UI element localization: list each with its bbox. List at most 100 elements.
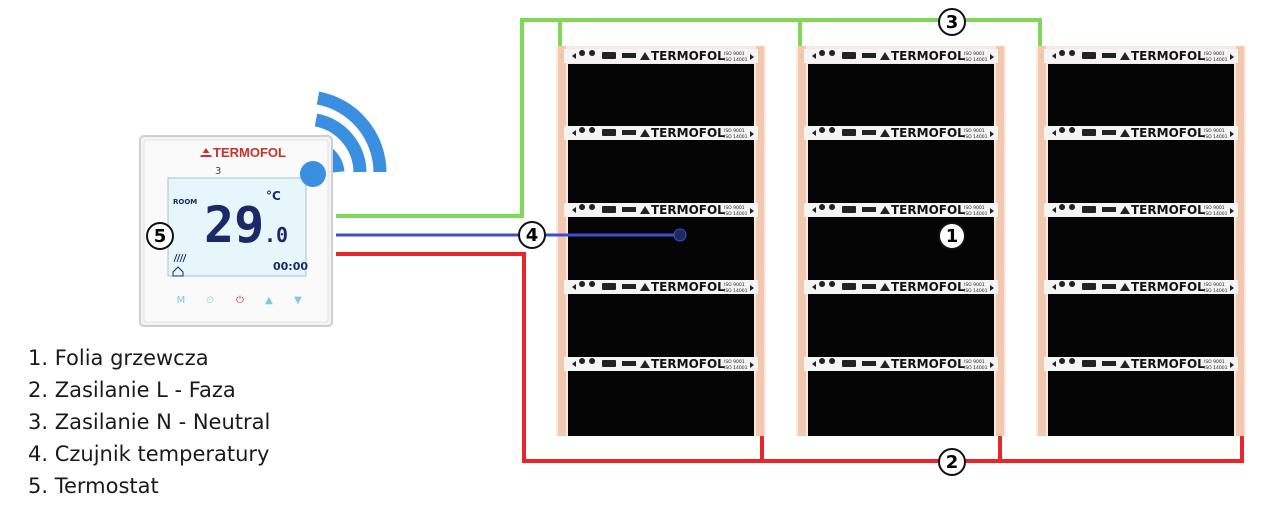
termofol-logo-icon xyxy=(640,129,650,137)
thermostat-button-4[interactable]: ▲ xyxy=(265,295,273,306)
termofol-logo-icon xyxy=(880,206,890,214)
certification-icons xyxy=(572,127,596,136)
barcode-icon xyxy=(862,130,876,135)
panel-edge-left xyxy=(558,46,566,436)
film-cert-bottom: ISO 14001 xyxy=(724,134,748,140)
label-icon xyxy=(1082,206,1096,213)
film-cert-bottom: ISO 14001 xyxy=(1204,211,1228,217)
cut-mark-icon xyxy=(1230,362,1234,368)
film-brand: TERMOFOL xyxy=(1131,280,1205,294)
wifi-wave-medium xyxy=(314,113,367,173)
film-cert-bottom: ISO 14001 xyxy=(964,134,988,140)
temperature-unit: °C xyxy=(266,189,281,203)
label-icon xyxy=(842,129,856,136)
film-brand: TERMOFOL xyxy=(891,357,965,371)
legend-item-phase: 2. Zasilanie L - Faza xyxy=(28,378,236,402)
film-cert-top: ISO 9001 xyxy=(724,205,745,211)
panel-edge-right xyxy=(756,46,764,436)
barcode-icon xyxy=(862,284,876,289)
barcode-icon xyxy=(622,361,636,366)
thermostat-button-1[interactable]: M xyxy=(177,295,186,306)
barcode-icon xyxy=(1102,284,1116,289)
film-cert-bottom: ISO 14001 xyxy=(964,57,988,63)
film-brand: TERMOFOL xyxy=(1131,126,1205,140)
badge-thermostat: 5 xyxy=(146,222,174,250)
legend-item-neutral: 3. Zasilanie N - Neutral xyxy=(28,410,271,434)
termofol-logo-icon xyxy=(1120,52,1130,60)
barcode-icon xyxy=(622,207,636,212)
film-brand: TERMOFOL xyxy=(1131,203,1205,217)
termofol-logo-icon xyxy=(880,283,890,291)
cut-mark-icon xyxy=(1230,54,1234,60)
film-cert-top: ISO 9001 xyxy=(724,51,745,57)
film-cert-top: ISO 9001 xyxy=(964,282,985,288)
label-icon xyxy=(1082,360,1096,367)
thermostat-logo: TERMOFOL xyxy=(198,145,286,160)
barcode-icon xyxy=(622,53,636,58)
label-icon xyxy=(602,52,616,59)
cut-mark-icon xyxy=(990,362,994,368)
film-brand: TERMOFOL xyxy=(1131,49,1205,63)
barcode-icon xyxy=(1102,207,1116,212)
panel-edge-right xyxy=(1236,46,1244,436)
cut-mark-icon xyxy=(1230,131,1234,137)
badge-film-label: 1 xyxy=(946,226,959,247)
film-cert-bottom: ISO 14001 xyxy=(724,211,748,217)
cut-mark-icon xyxy=(990,285,994,291)
cut-mark-icon xyxy=(990,54,994,60)
panel-film xyxy=(808,64,994,436)
cut-mark-icon xyxy=(750,362,754,368)
film-cert-top: ISO 9001 xyxy=(724,359,745,365)
label-icon xyxy=(842,360,856,367)
certification-icons xyxy=(812,281,836,290)
thermostat-button-5[interactable]: ▼ xyxy=(294,295,302,306)
film-brand: TERMOFOL xyxy=(651,126,725,140)
home-icon xyxy=(172,266,184,277)
termofol-logo-icon xyxy=(640,283,650,291)
label-icon xyxy=(842,283,856,290)
thermostat-button-3[interactable]: ⏻ xyxy=(236,295,244,306)
thermostat-button-2[interactable]: ⏲ xyxy=(206,295,214,306)
film-brand: TERMOFOL xyxy=(651,280,725,294)
termofol-logo-icon xyxy=(880,360,890,368)
badge-thermostat-label: 5 xyxy=(154,226,167,247)
certification-icons xyxy=(572,358,596,367)
panel-edge-left xyxy=(798,46,806,436)
certification-icons xyxy=(812,50,836,59)
film-cert-bottom: ISO 14001 xyxy=(1204,134,1228,140)
termofol-logo-icon xyxy=(880,52,890,60)
certification-icons xyxy=(1052,127,1076,136)
film-cert-top: ISO 9001 xyxy=(1204,282,1225,288)
cut-mark-icon xyxy=(750,208,754,214)
film-cert-top: ISO 9001 xyxy=(1204,128,1225,134)
cut-mark-icon xyxy=(1230,208,1234,214)
badge-sensor-label: 4 xyxy=(526,225,539,246)
certification-icons xyxy=(572,281,596,290)
label-icon xyxy=(602,129,616,136)
badge-sensor: 4 xyxy=(518,221,546,249)
film-brand: TERMOFOL xyxy=(891,126,965,140)
room-label: ROOM xyxy=(173,198,197,206)
film-cert-bottom: ISO 14001 xyxy=(964,211,988,217)
film-cert-bottom: ISO 14001 xyxy=(1204,57,1228,63)
cut-mark-icon xyxy=(750,54,754,60)
barcode-icon xyxy=(862,207,876,212)
barcode-icon xyxy=(1102,361,1116,366)
cut-mark-icon xyxy=(750,131,754,137)
film-cert-bottom: ISO 14001 xyxy=(724,365,748,371)
panel-edge-right xyxy=(996,46,1004,436)
temperature-decimal: .0 xyxy=(264,223,288,247)
label-icon xyxy=(1082,283,1096,290)
termofol-logo-icon xyxy=(1120,360,1130,368)
